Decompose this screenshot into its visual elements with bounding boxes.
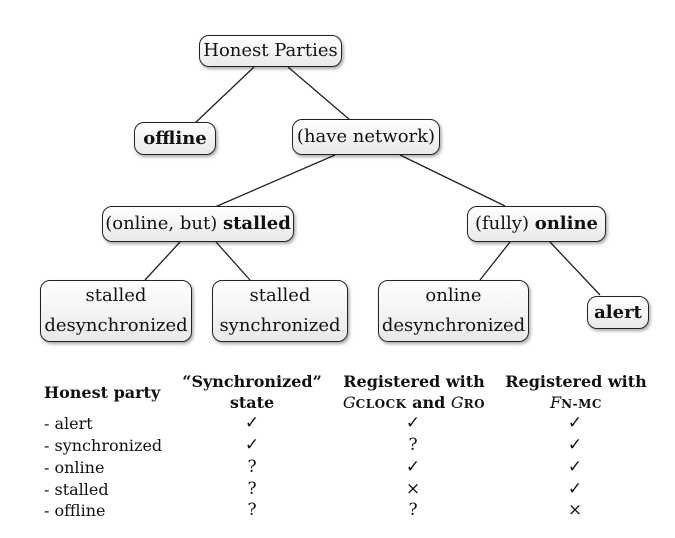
node-online-prefix: (fully) (474, 213, 535, 234)
cell-offline-reg-f: × (567, 500, 583, 520)
node-offline: offline (134, 122, 216, 155)
node-stalled-desync-line2: desynchronized (44, 315, 188, 336)
node-alert-label: alert (594, 301, 642, 323)
node-online-desync-line2: desynchronized (381, 315, 526, 336)
cell-synchronized-reg-g: ? (408, 435, 418, 455)
node-stalled-prefix: (online, but) (105, 213, 223, 234)
cell-stalled-sync: ? (247, 479, 257, 499)
edge-root-offline (193, 66, 255, 125)
node-stalled-sync-line2: synchronized (219, 315, 341, 336)
edge-online-alert (549, 241, 601, 296)
cell-offline-reg-g: ? (408, 500, 418, 520)
node-honest-parties: Honest Parties (199, 35, 342, 67)
cell-alert-reg-g: ✓ (405, 413, 421, 433)
header-registered-g: Registered with GCLOCK and GRO (334, 371, 494, 415)
node-stalled: (online, but) stalled (102, 206, 294, 242)
node-online-bold: online (534, 213, 599, 234)
row-label-online: - online (44, 458, 105, 477)
edge-network-stalled (214, 154, 336, 208)
row-label-stalled: - stalled (44, 480, 109, 499)
node-stalled-desynchronized: stalled desynchronized (40, 280, 192, 342)
cell-offline-sync: ? (247, 500, 257, 520)
node-stalled-sync-line1: stalled (249, 285, 311, 306)
node-offline-label: offline (143, 127, 207, 149)
edge-network-online (399, 154, 506, 207)
header-reg-g-line2: GCLOCK and GRO (342, 393, 486, 412)
edge-stalled-sync (215, 241, 251, 281)
header-reg-f-line1: Registered with (505, 372, 647, 391)
node-have-network-label: (have network) (296, 126, 436, 147)
edge-root-network (287, 66, 351, 121)
header-sync-line2: state (229, 393, 275, 412)
node-stalled-synchronized: stalled synchronized (212, 280, 348, 342)
cell-synchronized-reg-f: ✓ (567, 435, 583, 455)
cell-synchronized-sync: ✓ (244, 435, 260, 455)
node-alert: alert (587, 296, 649, 329)
node-honest-parties-label: Honest Parties (203, 40, 338, 61)
cell-alert-sync: ✓ (244, 413, 260, 433)
row-label-synchronized: - synchronized (44, 436, 163, 455)
header-synchronized-state: “Synchronized” state (172, 371, 332, 413)
cell-online-sync: ? (247, 457, 257, 477)
cell-stalled-reg-g: × (405, 479, 421, 499)
node-online-desync-line1: online (425, 285, 482, 306)
node-online: (fully) online (467, 206, 606, 242)
cell-alert-reg-f: ✓ (567, 413, 583, 433)
node-have-network: (have network) (292, 119, 440, 155)
edge-online-desync (479, 241, 511, 281)
header-registered-f: Registered with FN-MC (496, 371, 656, 415)
cell-stalled-reg-f: ✓ (567, 479, 583, 499)
edge-stalled-desync (144, 241, 181, 281)
row-label-alert: - alert (44, 414, 93, 433)
row-label-offline: - offline (44, 501, 106, 520)
cell-online-reg-f: ✓ (567, 457, 583, 477)
header-reg-g-line1: Registered with (343, 372, 485, 391)
header-honest-party: Honest party (44, 383, 161, 402)
node-stalled-desync-line1: stalled (85, 285, 147, 306)
header-reg-f-line2: FN-MC (550, 393, 602, 412)
header-sync-line1: “Synchronized” (182, 372, 322, 391)
cell-online-reg-g: ✓ (405, 457, 421, 477)
node-stalled-bold: stalled (222, 213, 291, 234)
node-online-desynchronized: online desynchronized (378, 280, 529, 342)
